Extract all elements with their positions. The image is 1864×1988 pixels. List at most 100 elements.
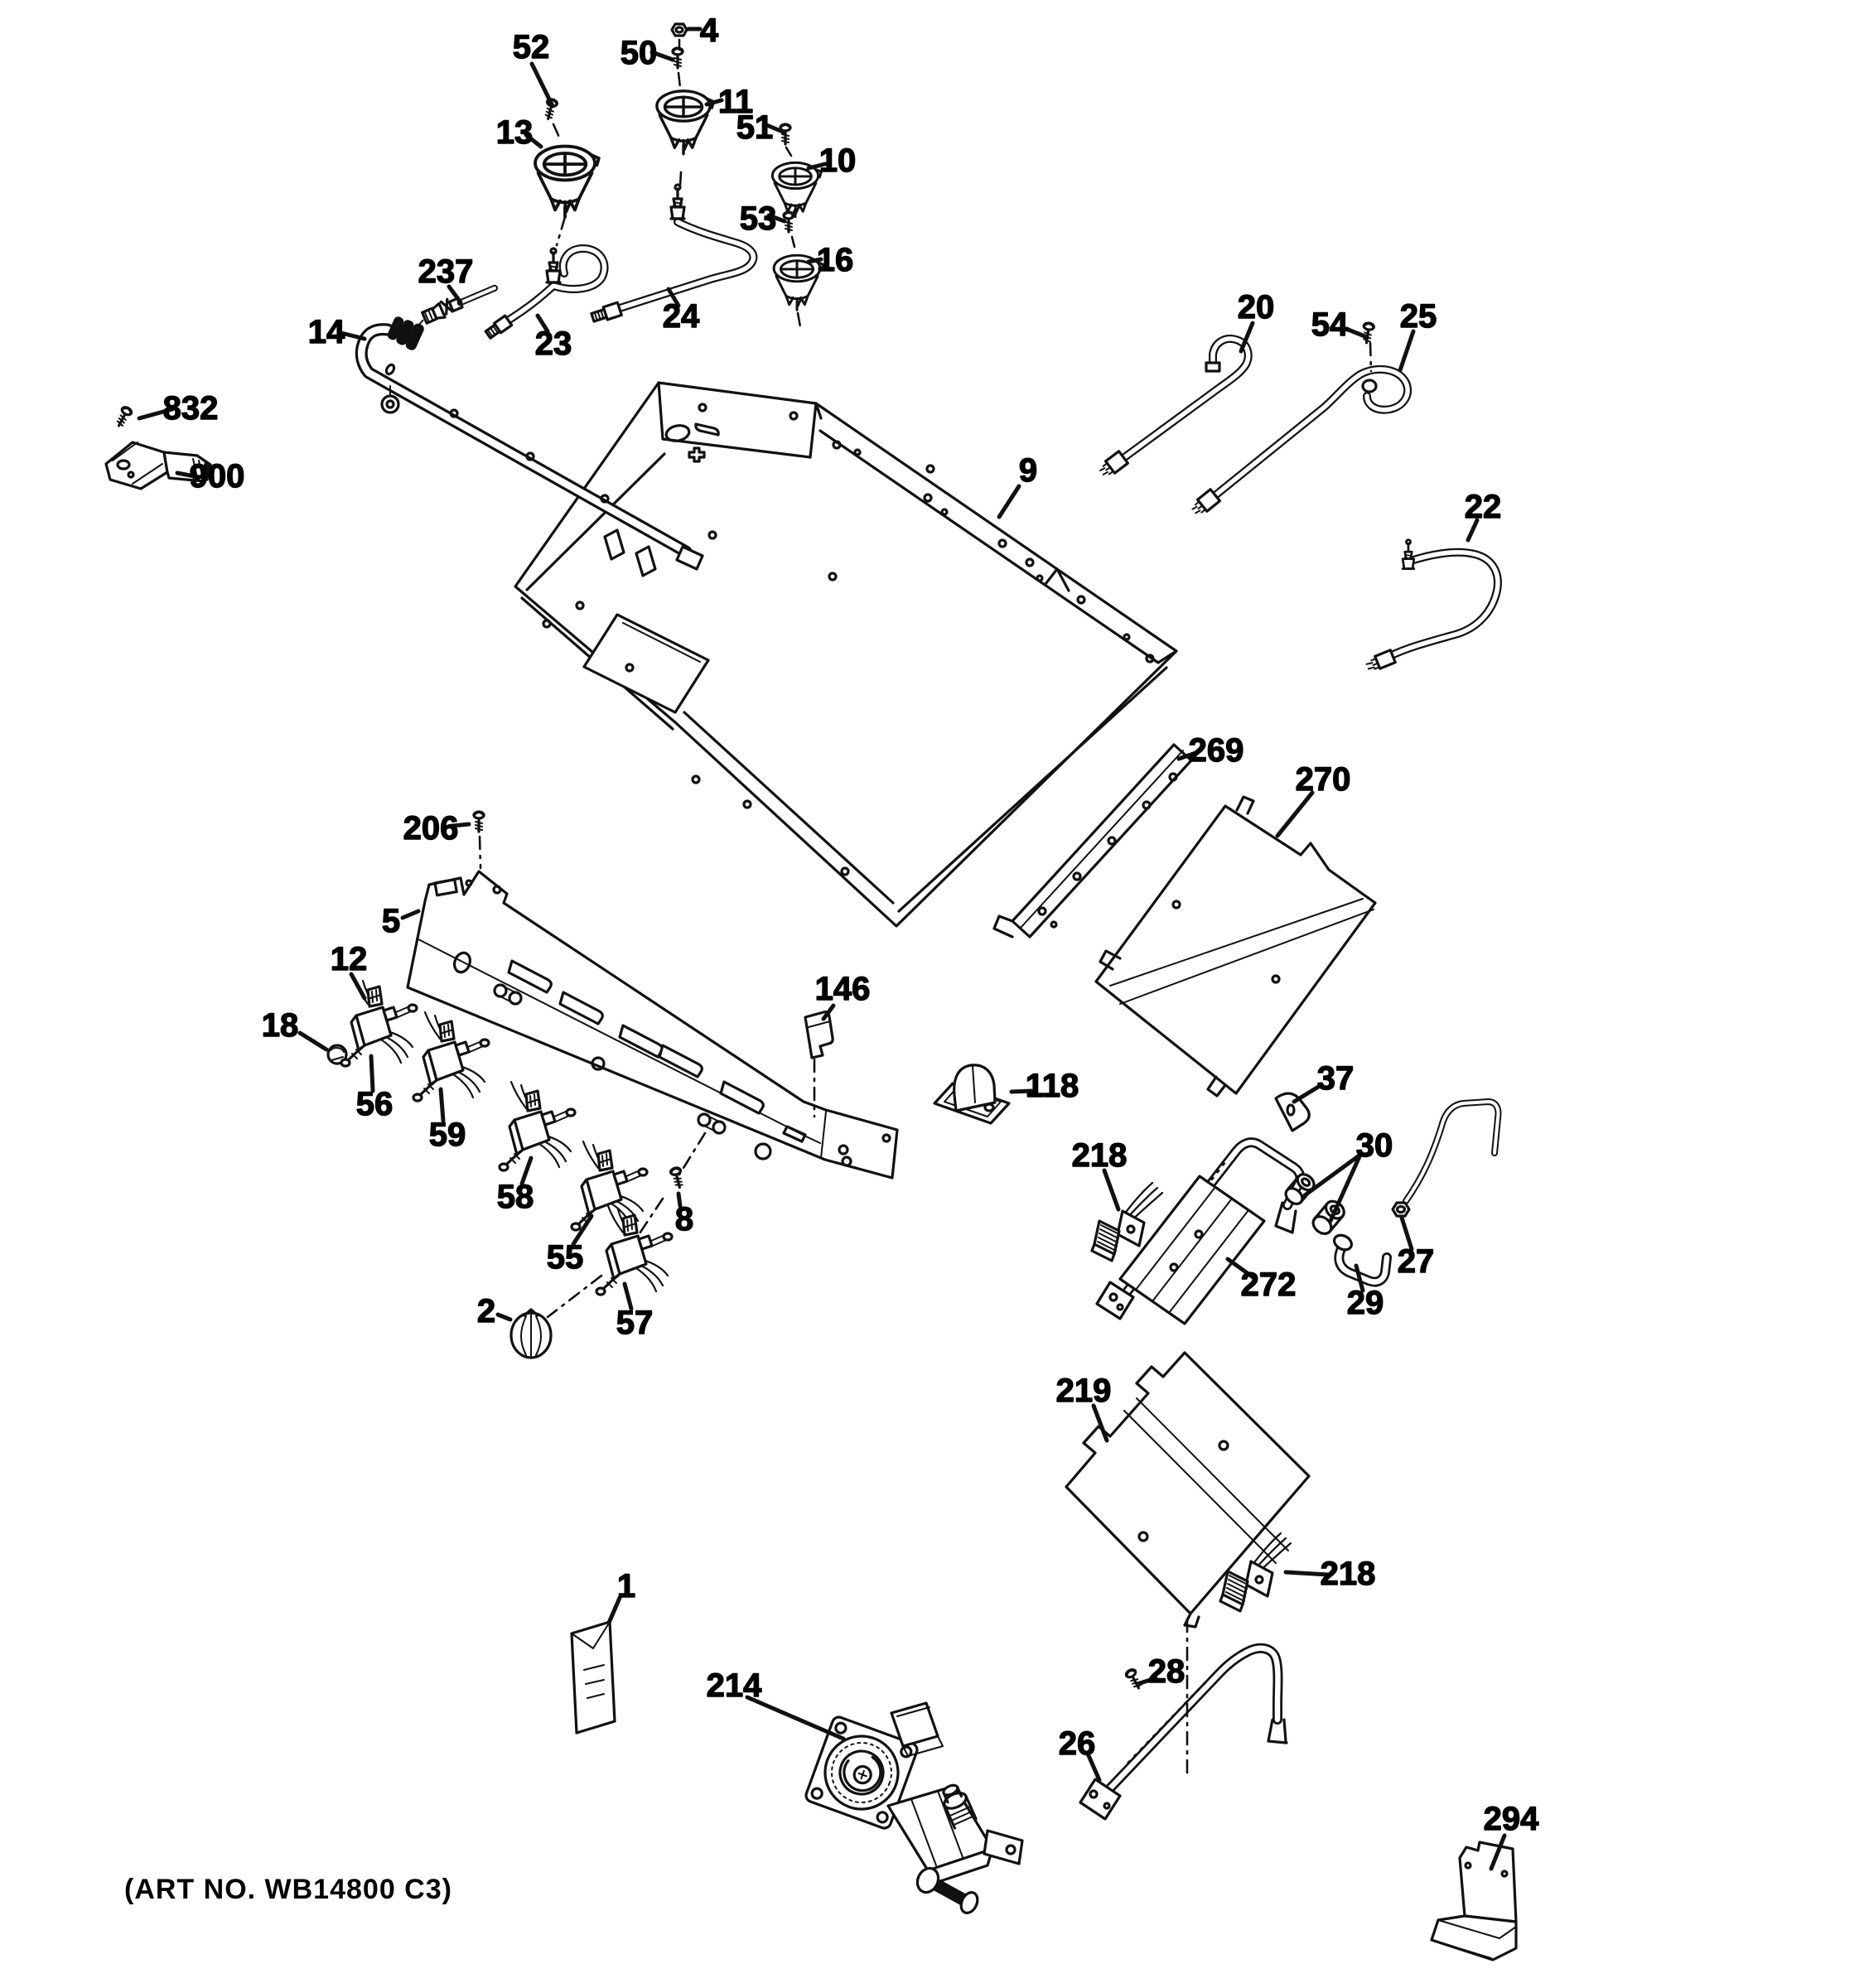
- tube-24-fitting: [669, 183, 686, 220]
- callout-12-24: 12: [331, 941, 368, 977]
- dash-line-11: [678, 1132, 707, 1176]
- leader-51-5: [762, 122, 787, 135]
- callout-214-46: 214: [707, 1667, 762, 1704]
- callout-11-3: 11: [718, 84, 753, 120]
- art-number: (ART NO. WB14800 C3): [124, 1874, 452, 1905]
- callout-10-6: 10: [819, 142, 857, 179]
- leader-50-1: [650, 50, 675, 62]
- callout-20-15: 20: [1238, 289, 1275, 326]
- callout-270-21: 270: [1296, 761, 1351, 798]
- manifold-panel-5: [406, 870, 899, 1180]
- leader-20-15: [1239, 321, 1255, 354]
- bake-shield-219: [1065, 1351, 1311, 1629]
- callout-52-2: 52: [513, 29, 550, 65]
- leader-206-22: [450, 822, 471, 828]
- leader-29-40: [1354, 1263, 1365, 1293]
- callout-23-10: 23: [535, 326, 572, 362]
- pipe-coupling: [387, 316, 424, 350]
- elbow-fitting-29: [1332, 1233, 1392, 1287]
- leader-12-24: [349, 972, 367, 1001]
- panel-slots: [507, 959, 765, 1115]
- callout-29-40: 29: [1347, 1285, 1384, 1321]
- gas-valve-59: [412, 1011, 490, 1103]
- leader-53-7: [766, 213, 787, 224]
- leader-237-11: [447, 284, 463, 305]
- control-knob-2: [509, 1308, 553, 1359]
- clip-nut-18: [326, 1044, 348, 1065]
- callout-51-5: 51: [736, 109, 774, 146]
- bake-burner-26: [1079, 1643, 1288, 1821]
- nut-27: [1391, 1201, 1411, 1218]
- callout-272-38: 272: [1241, 1267, 1297, 1303]
- keyhole-slot: [697, 1112, 727, 1135]
- callout-237-11: 237: [418, 253, 474, 290]
- dash-line-6: [790, 209, 796, 219]
- burner-tube-22: [1365, 538, 1502, 670]
- screw-50: [671, 46, 684, 70]
- leader-11-3: [704, 98, 724, 107]
- leader-8-32: [676, 1191, 683, 1209]
- leader-22-18: [1466, 518, 1480, 543]
- leader-52-2: [529, 61, 555, 109]
- callout-16-8: 16: [817, 242, 854, 278]
- alignment-dash-lines: [478, 38, 1373, 1780]
- callout-832-13: 832: [163, 390, 219, 427]
- burner-tube-20: [1099, 335, 1253, 475]
- callout-9-19: 9: [1019, 452, 1037, 489]
- callout-8-32: 8: [675, 1201, 693, 1238]
- leader-218-37: [1102, 1168, 1121, 1212]
- manifold-pipe: [355, 284, 704, 577]
- screw-28: [1123, 1667, 1145, 1692]
- callout-56-26: 56: [356, 1086, 394, 1122]
- leader-900-14: [175, 470, 201, 480]
- leader-10-6: [806, 162, 828, 171]
- clip-146: [804, 1010, 834, 1059]
- burner-head-11: [655, 89, 716, 156]
- leader-55-29: [571, 1214, 594, 1247]
- callout-25-17: 25: [1400, 298, 1437, 335]
- callout-54-16: 54: [1311, 306, 1349, 343]
- leader-24-9: [666, 287, 681, 308]
- leader-294-47: [1489, 1833, 1507, 1871]
- tube-25-injector: [1361, 379, 1378, 393]
- leader-56-26: [369, 1054, 375, 1093]
- callout-5-23: 5: [382, 903, 400, 939]
- callout-294-47: 294: [1484, 1801, 1539, 1837]
- leader-5-23: [400, 909, 421, 920]
- dash-line-2: [678, 171, 683, 187]
- burner-box: [514, 381, 1178, 928]
- dash-line-4: [555, 215, 567, 247]
- leader-28-43: [1137, 1676, 1158, 1686]
- leader-16-8: [806, 257, 823, 264]
- leader-269-20: [1176, 750, 1200, 761]
- callout-22-18: 22: [1465, 489, 1502, 525]
- callout-13-4: 13: [496, 114, 534, 151]
- callout-218-37: 218: [1072, 1137, 1128, 1174]
- broil-supply-tube: [1391, 1098, 1502, 1218]
- dash-line-1: [677, 71, 682, 89]
- leader-58-28: [519, 1156, 534, 1186]
- gas-valve-58: [498, 1080, 577, 1172]
- burner-tube-25: [1191, 321, 1412, 514]
- leader-1-45: [606, 1595, 622, 1625]
- leader-13-4: [524, 133, 543, 149]
- callout-219-41: 219: [1056, 1373, 1112, 1409]
- callout-18-25: 18: [262, 1007, 299, 1044]
- callout-2-31: 2: [477, 1293, 495, 1329]
- broil-burner-assembly: [1090, 1098, 1502, 1325]
- leader-118-34: [1009, 1088, 1034, 1094]
- callout-28-43: 28: [1148, 1653, 1186, 1690]
- callout-218-42: 218: [1321, 1556, 1376, 1592]
- leader-18-25: [297, 1030, 329, 1052]
- dash-line-3: [552, 123, 562, 141]
- screw-8: [669, 1165, 686, 1190]
- callout-53-7: 53: [740, 200, 777, 237]
- leader-14-12: [339, 331, 367, 341]
- callout-146-33: 146: [815, 971, 871, 1007]
- burner-tube-23: [484, 244, 609, 340]
- callout-24-9: 24: [663, 298, 700, 335]
- gas-valve-57: [595, 1204, 674, 1296]
- callout-118-34: 118: [1026, 1068, 1079, 1104]
- orifice-valve-237: [416, 284, 499, 329]
